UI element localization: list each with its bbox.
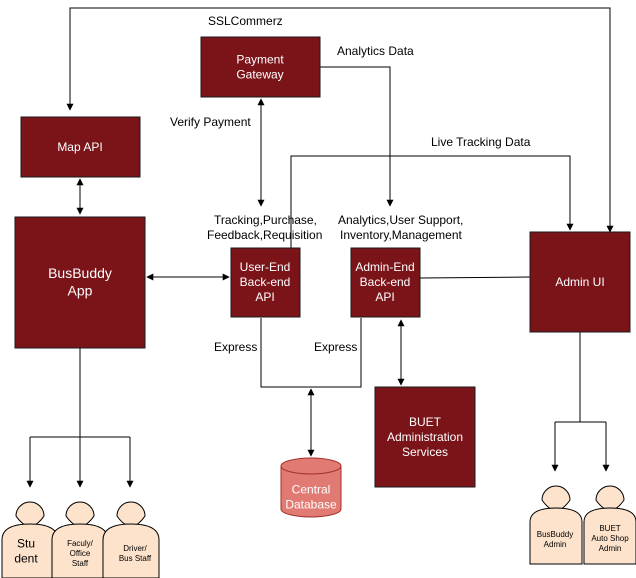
label-line: Payment [236, 53, 284, 67]
label-user-api-features-1: Tracking,Purchase, [214, 213, 317, 227]
label-sslcommerz: SSLCommerz [208, 14, 283, 28]
label-line: BusBuddy [48, 265, 112, 281]
edge-adminui-admins [555, 332, 606, 423]
label-line: Bus Staff [119, 554, 152, 563]
label-line: App [68, 283, 93, 299]
label-analytics-data: Analytics Data [337, 44, 414, 58]
driver-label: Driver/Bus Staff [119, 544, 152, 563]
buet-admin-box [374, 386, 476, 488]
label-line: Admin [544, 540, 567, 549]
label-line: Map API [57, 140, 102, 154]
label-line: dent [14, 552, 38, 566]
label-line: Services [402, 445, 448, 459]
busbuddy-app-box [14, 216, 146, 349]
label-line: Back-end [240, 275, 291, 289]
edge-userapi-adminui [290, 155, 574, 248]
admin-ui-label: Admin UI [555, 275, 604, 289]
edge-adminapi-adminui [419, 276, 531, 279]
map-api-label: Map API [57, 140, 102, 154]
edge-backends-db-bracket [260, 318, 362, 388]
label-line: Gateway [236, 68, 283, 82]
label-express-admin: Express [314, 340, 357, 354]
label-line: BusBuddy [537, 530, 573, 539]
label-line: Driver/ [123, 544, 147, 553]
label-line: Admin [599, 544, 622, 553]
label-line: Faculy/ [67, 539, 94, 548]
label-admin-api-features-1: Analytics,User Support, [338, 213, 463, 227]
label-line: Auto Shop [591, 534, 629, 543]
label-admin-api-features-2: Inventory,Management [340, 228, 463, 242]
edge-payment-adminapi [320, 66, 394, 207]
label-line: API [255, 290, 274, 304]
user-backend-box [230, 247, 301, 318]
label-line: Admin UI [555, 275, 604, 289]
actor-driver: Driver/Bus Staff [102, 501, 160, 578]
admin-ui-box [529, 231, 631, 333]
map-api-box [20, 116, 141, 178]
label-line: API [375, 290, 394, 304]
label-live-tracking: Live Tracking Data [431, 135, 531, 149]
label-line: BUET [599, 524, 620, 533]
label-line: Staff [72, 559, 89, 568]
label-line: Stu [17, 537, 35, 551]
edge-busbuddy-users [30, 348, 130, 438]
label-user-api-features-2: Feedback,Requisition [207, 228, 322, 242]
label-line: BUET [409, 415, 442, 429]
label-verify-payment: Verify Payment [170, 115, 251, 129]
label-line: User-End [240, 260, 291, 274]
label-express-user: Express [214, 340, 257, 354]
label-line: Admin-End [355, 260, 414, 274]
label-line: Database [285, 498, 337, 512]
admin-backend-box [350, 247, 421, 318]
label-line: Central [292, 483, 331, 497]
label-line: Administration [387, 430, 463, 444]
label-line: Office [70, 549, 91, 558]
payment-gateway-box [200, 36, 321, 98]
label-line: Back-end [360, 275, 411, 289]
edge-adminui-to-mapapi [66, 7, 614, 233]
